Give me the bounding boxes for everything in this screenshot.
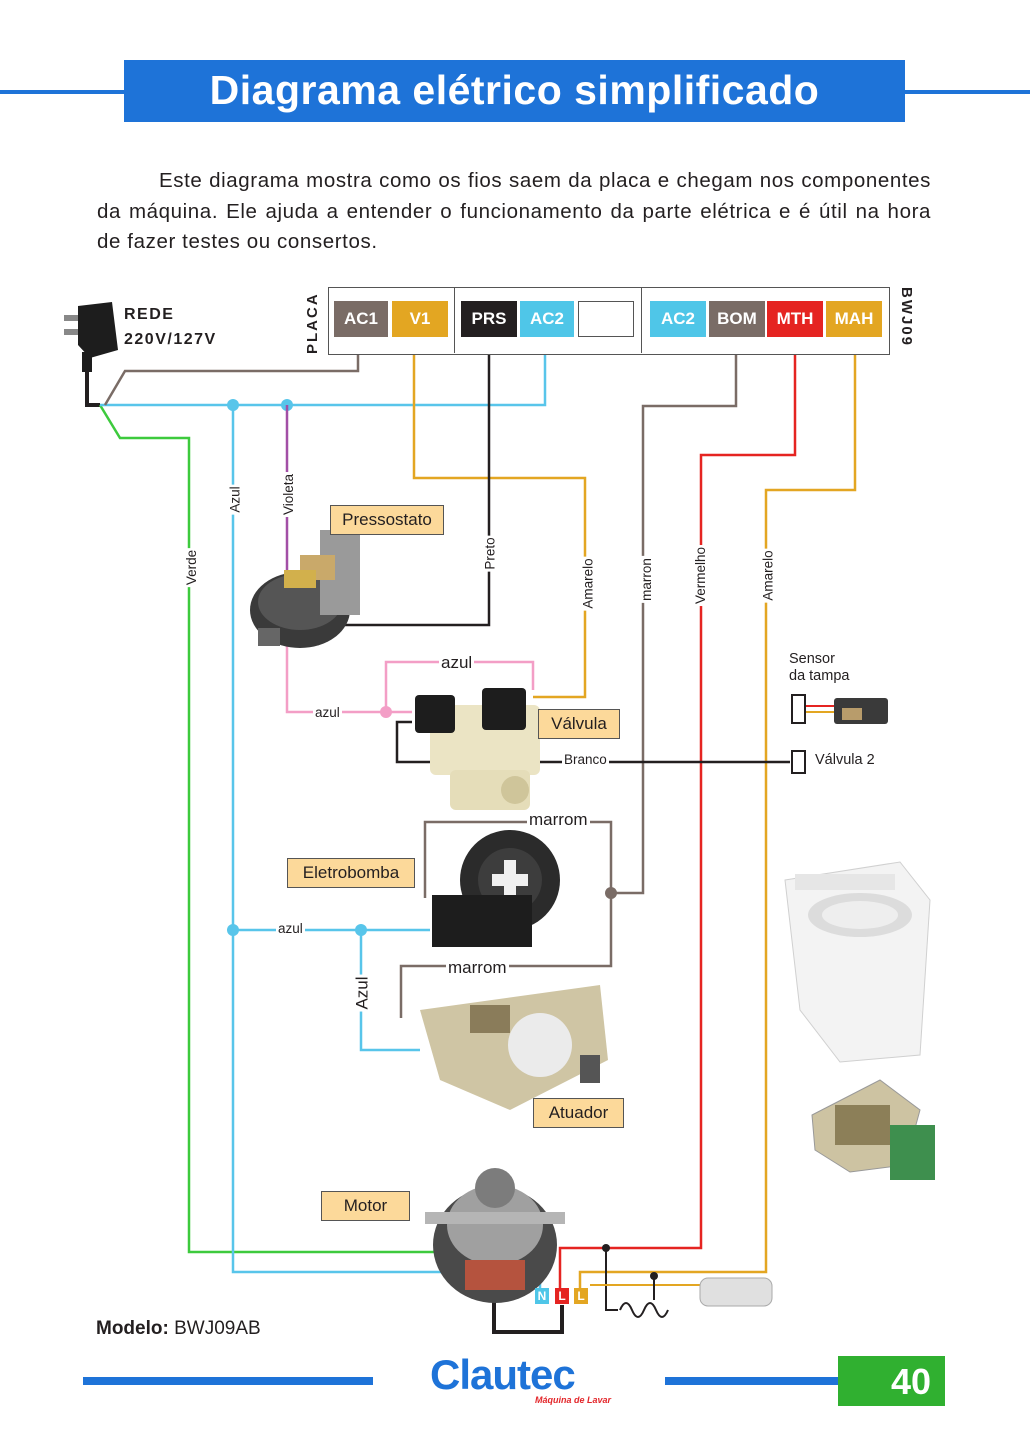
terminal-mah: MAH (826, 301, 882, 337)
wire-label-amarelo-mah: Amarelo (760, 548, 776, 603)
capacitor-image (619, 1277, 773, 1318)
wire-label-azul-valve-left: azul (313, 705, 342, 720)
page-number: 40 (838, 1356, 945, 1406)
wire-label-preto: Preto (482, 535, 498, 572)
wire-label-marrom-actuator: marrom (446, 958, 509, 978)
valvula-image (415, 688, 540, 810)
power-rede: REDE (124, 306, 175, 323)
page-title: Diagrama elétrico simplificado (124, 60, 905, 122)
footer-rule-right (665, 1377, 840, 1385)
sensor-line1: Sensor (789, 651, 835, 667)
terminal-empty (578, 301, 634, 337)
label-valvula: Válvula (538, 709, 620, 739)
brand-logo: Clautec (430, 1351, 576, 1398)
model-info: Modelo: BWJ09AB (96, 1318, 261, 1340)
model-value: BWJ09AB (174, 1318, 261, 1339)
board-model-label: BWJ09 (898, 287, 915, 348)
header-rule-right (905, 90, 1030, 94)
terminal-ac2-b: AC2 (650, 301, 706, 337)
atuador-image (420, 985, 608, 1110)
label-motor: Motor (321, 1191, 410, 1221)
terminal-mth: MTH (767, 301, 823, 337)
footer-rule-left (83, 1377, 373, 1385)
board-divider (454, 287, 455, 353)
wire-label-amarelo-v1: Amarelo (580, 556, 596, 611)
sensor-tampa-image (834, 698, 888, 724)
wire-label-branco: Branco (562, 752, 609, 767)
valvula2-label: Válvula 2 (815, 752, 875, 768)
terminal-ac1: AC1 (334, 301, 388, 337)
motor-terminal-l2: L (574, 1288, 588, 1304)
board-side-label: PLACA (304, 292, 321, 354)
wire-label-verde: Verde (184, 547, 200, 588)
sensor-line2: da tampa (789, 668, 850, 684)
wire-label-vermelho: Vermelho (693, 544, 709, 607)
wire-label-azul-atuador: Azul (352, 974, 373, 1012)
wire-label-azul: Azul (227, 484, 243, 515)
power-supply-label: REDE 220V/127V (124, 302, 217, 352)
sensor-tampa-label: Sensor da tampa (789, 651, 849, 685)
label-eletrobomba: Eletrobomba (287, 858, 415, 888)
washing-machine-image (784, 861, 931, 1063)
terminal-ac2: AC2 (520, 301, 574, 337)
wire-label-azul-valve-top: azul (439, 653, 475, 673)
wire-label-azul-pump: azul (276, 921, 305, 936)
wire-label-marron: marron (638, 556, 654, 603)
motor-terminal-l1: L (555, 1288, 569, 1304)
motor-terminal-n: N (535, 1288, 549, 1304)
model-label: Modelo: (96, 1318, 169, 1339)
power-plug-icon (64, 302, 118, 372)
terminal-prs: PRS (461, 301, 517, 337)
label-atuador: Atuador (533, 1098, 624, 1128)
motor-image (425, 1168, 565, 1303)
terminal-v1: V1 (392, 301, 448, 337)
control-board-image (811, 1079, 935, 1180)
header-rule-left (0, 90, 124, 94)
terminal-bom: BOM (709, 301, 765, 337)
brand-subtitle: Máquina de Lavar (535, 1395, 612, 1405)
intro-paragraph: Este diagrama mostra como os fios saem d… (97, 169, 931, 253)
wire-label-marrom-pump: marrom (527, 810, 590, 830)
eletrobomba-image (432, 830, 560, 947)
power-voltage: 220V/127V (124, 331, 217, 348)
wire-label-violeta: Violeta (281, 471, 297, 518)
label-pressostato: Pressostato (330, 505, 444, 535)
board-divider (641, 287, 642, 353)
pressostato-image (250, 530, 360, 648)
brand-name: Clautec (430, 1351, 576, 1398)
